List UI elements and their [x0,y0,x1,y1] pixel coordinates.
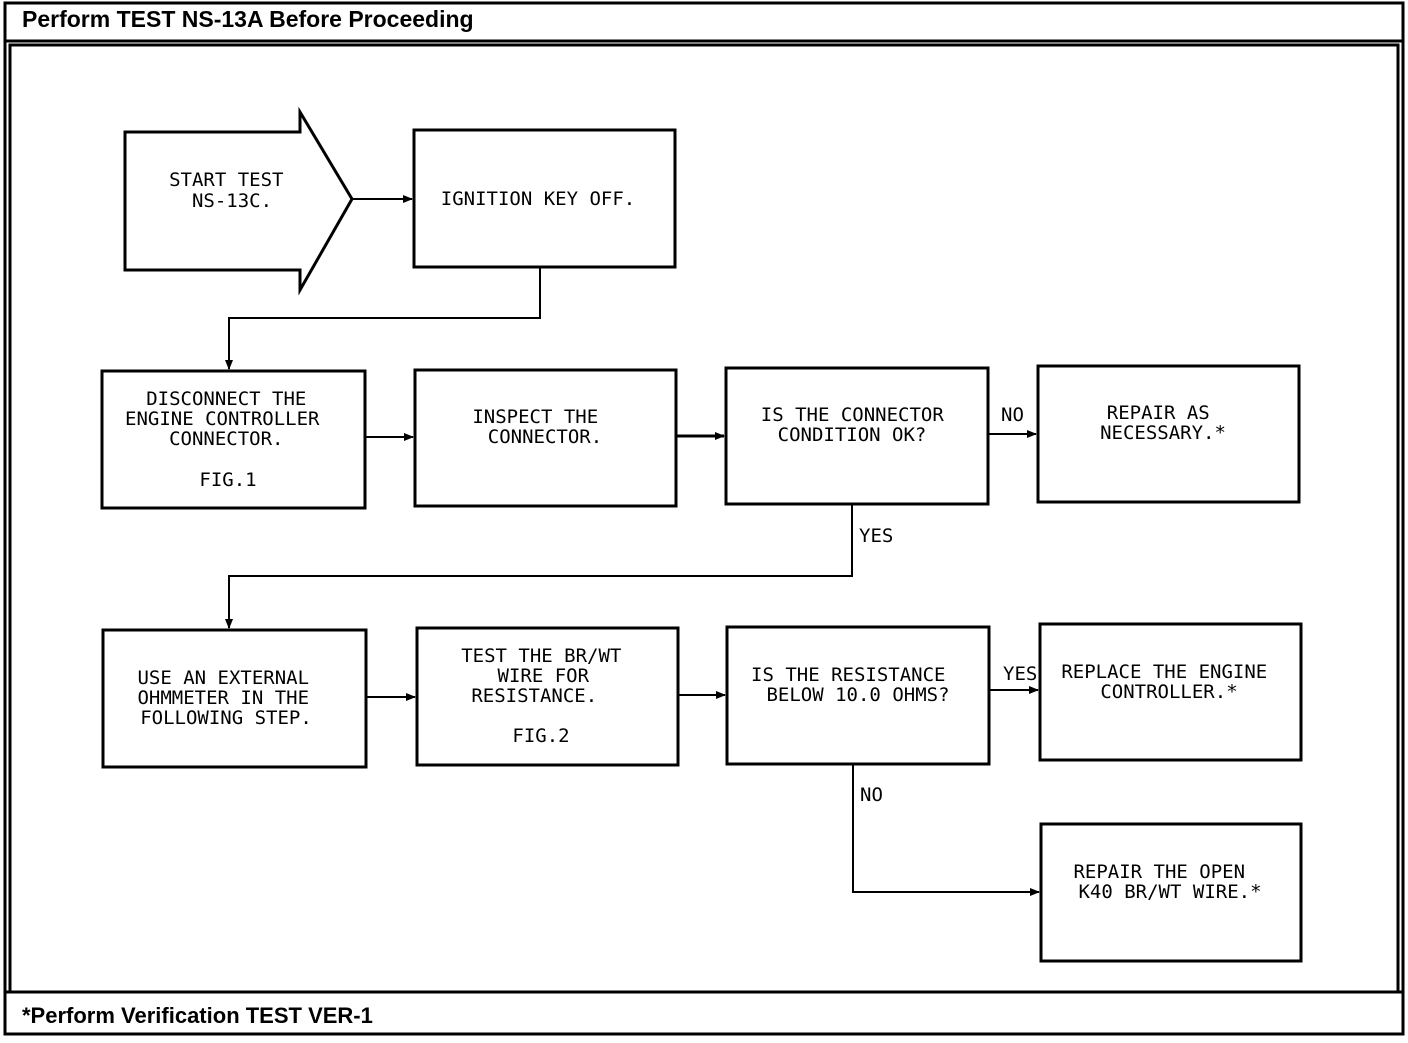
page-title: Perform TEST NS-13A Before Proceeding [22,6,474,32]
edge-resistance-no-to-repair-open [852,765,1040,896]
test-wire-label: TEST THE BR/WT WIRE FOR RESISTANCE. FIG.… [461,645,633,747]
edge-decision-yes-to-ohmmeter [225,505,853,629]
start-arrow-shape [123,106,354,296]
step-replace-controller [1038,622,1303,762]
decision-connector-ok [724,366,990,506]
repair-necessary-label: REPAIR AS NECESSARY.* [1100,402,1226,444]
outer-border [3,1,1405,1036]
connector-ok-label: IS THE CONNECTOR CONDITION OK? [761,404,955,446]
step-inspect-connector [413,368,678,508]
decision-resistance [725,625,991,766]
step-test-wire [415,626,680,767]
step-repair-open-wire [1039,822,1303,963]
edge-ignition-to-disconnect [225,267,541,370]
resistance-label: IS THE RESISTANCE BELOW 10.0 OHMS? [751,664,957,706]
step-repair-as-necessary [1036,364,1301,504]
repair-open-label: REPAIR THE OPEN K40 BR/WT WIRE.* [1073,861,1261,903]
inspect-label: INSPECT THE CONNECTOR. [472,406,609,448]
step-use-ohmmeter [101,628,368,769]
ignition-label: IGNITION KEY OFF. [441,188,635,210]
ohmmeter-label: USE AN EXTERNAL OHMMETER IN THE FOLLOWIN… [137,667,320,729]
start-label: START TEST NS-13C. [169,169,295,212]
step-disconnect-connector [100,369,367,510]
label-connector-yes: YES [859,525,893,547]
label-connector-no: NO [1001,404,1024,426]
step-ignition-off [412,128,677,269]
disconnect-label: DISCONNECT THE ENGINE CONTROLLER CONNECT… [125,388,331,491]
footer-note: *Perform Verification TEST VER-1 [22,1003,373,1028]
label-resistance-no: NO [860,784,883,806]
replace-controller-label: REPLACE THE ENGINE CONTROLLER.* [1061,661,1278,703]
label-resistance-yes: YES [1003,663,1037,685]
